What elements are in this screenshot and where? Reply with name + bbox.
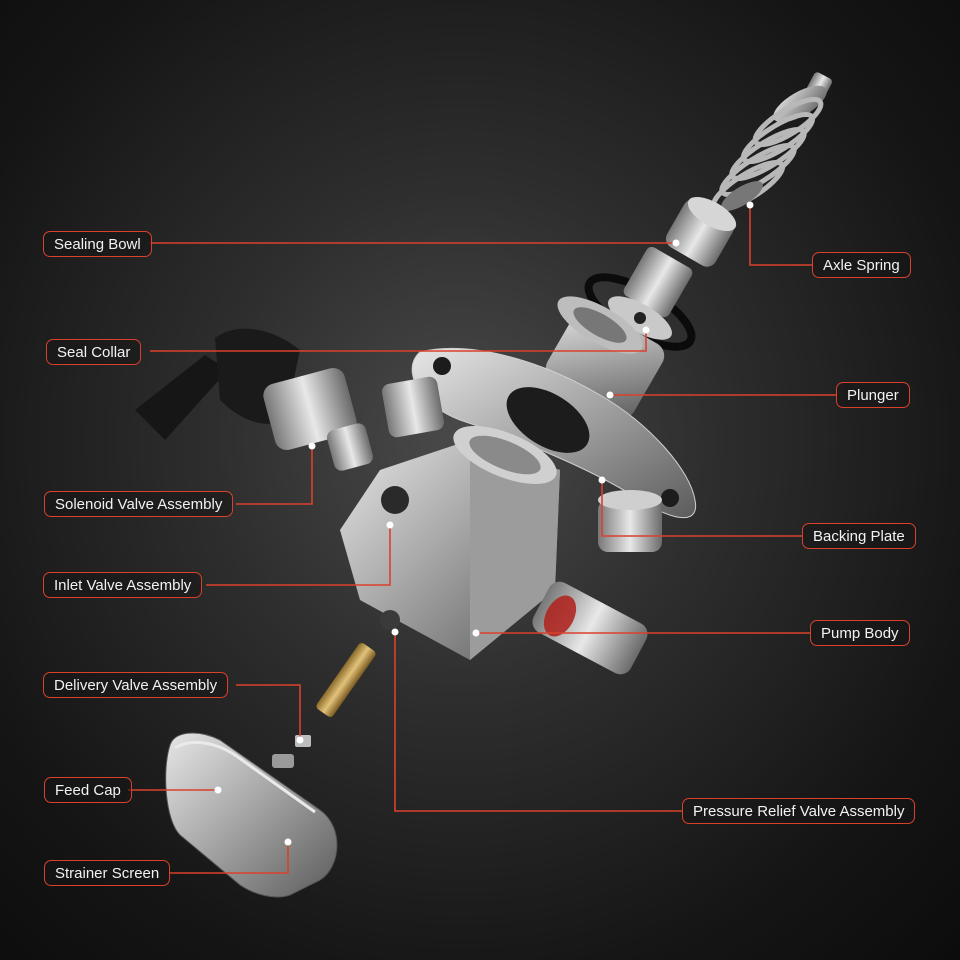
backing-plate-part	[411, 348, 697, 519]
solenoid-valve-part	[135, 328, 444, 471]
label-axle-spring: Axle Spring	[812, 252, 911, 278]
label-inlet-valve-assembly: Inlet Valve Assembly	[43, 572, 203, 598]
axle-spring-part	[710, 72, 832, 213]
dot-seal-collar	[642, 326, 650, 334]
label-solenoid-valve-assembly: Solenoid Valve Assembly	[44, 491, 234, 517]
leader-inlet	[206, 525, 391, 586]
leader-solenoid	[236, 446, 313, 505]
lower-fitting-part	[598, 490, 662, 552]
leader-delivery	[236, 684, 301, 740]
label-feed-cap: Feed Cap	[44, 777, 132, 803]
label-pressure-relief-valve-assembly: Pressure Relief Valve Assembly	[682, 798, 916, 824]
label-strainer-screen: Strainer Screen	[44, 860, 171, 886]
dot-delivery	[296, 736, 304, 744]
label-backing-plate: Backing Plate	[802, 523, 916, 549]
label-sealing-bowl: Sealing Bowl	[43, 231, 152, 257]
seal-collar-part	[584, 246, 696, 351]
dot-strainer	[284, 838, 292, 846]
label-plunger: Plunger	[836, 382, 910, 408]
dot-sealing-bowl	[672, 239, 680, 247]
dot-pressure-relief	[391, 628, 399, 636]
leader-axle-spring	[749, 205, 812, 266]
leader-backing-plate	[601, 480, 802, 537]
leader-strainer	[170, 842, 289, 874]
dot-inlet	[386, 521, 394, 529]
feed-cap-part	[165, 732, 338, 898]
delivery-valve-part	[272, 643, 376, 768]
pump-body-part	[340, 426, 560, 660]
dot-axle-spring	[746, 201, 754, 209]
leader-pressure-relief	[394, 632, 682, 812]
label-pump-body: Pump Body	[810, 620, 910, 646]
dot-feed-cap	[214, 786, 222, 794]
label-seal-collar: Seal Collar	[46, 339, 142, 365]
leader-lines	[128, 205, 836, 874]
dot-backing-plate	[598, 476, 606, 484]
leader-dots	[214, 201, 754, 846]
sealing-bowl-part	[665, 196, 737, 267]
pressure-relief-fitting-part	[532, 581, 648, 675]
dot-plunger	[606, 391, 614, 399]
leader-seal-collar	[150, 330, 647, 352]
label-delivery-valve-assembly: Delivery Valve Assembly	[43, 672, 229, 698]
dot-pump-body	[472, 629, 480, 637]
dot-solenoid	[308, 442, 316, 450]
